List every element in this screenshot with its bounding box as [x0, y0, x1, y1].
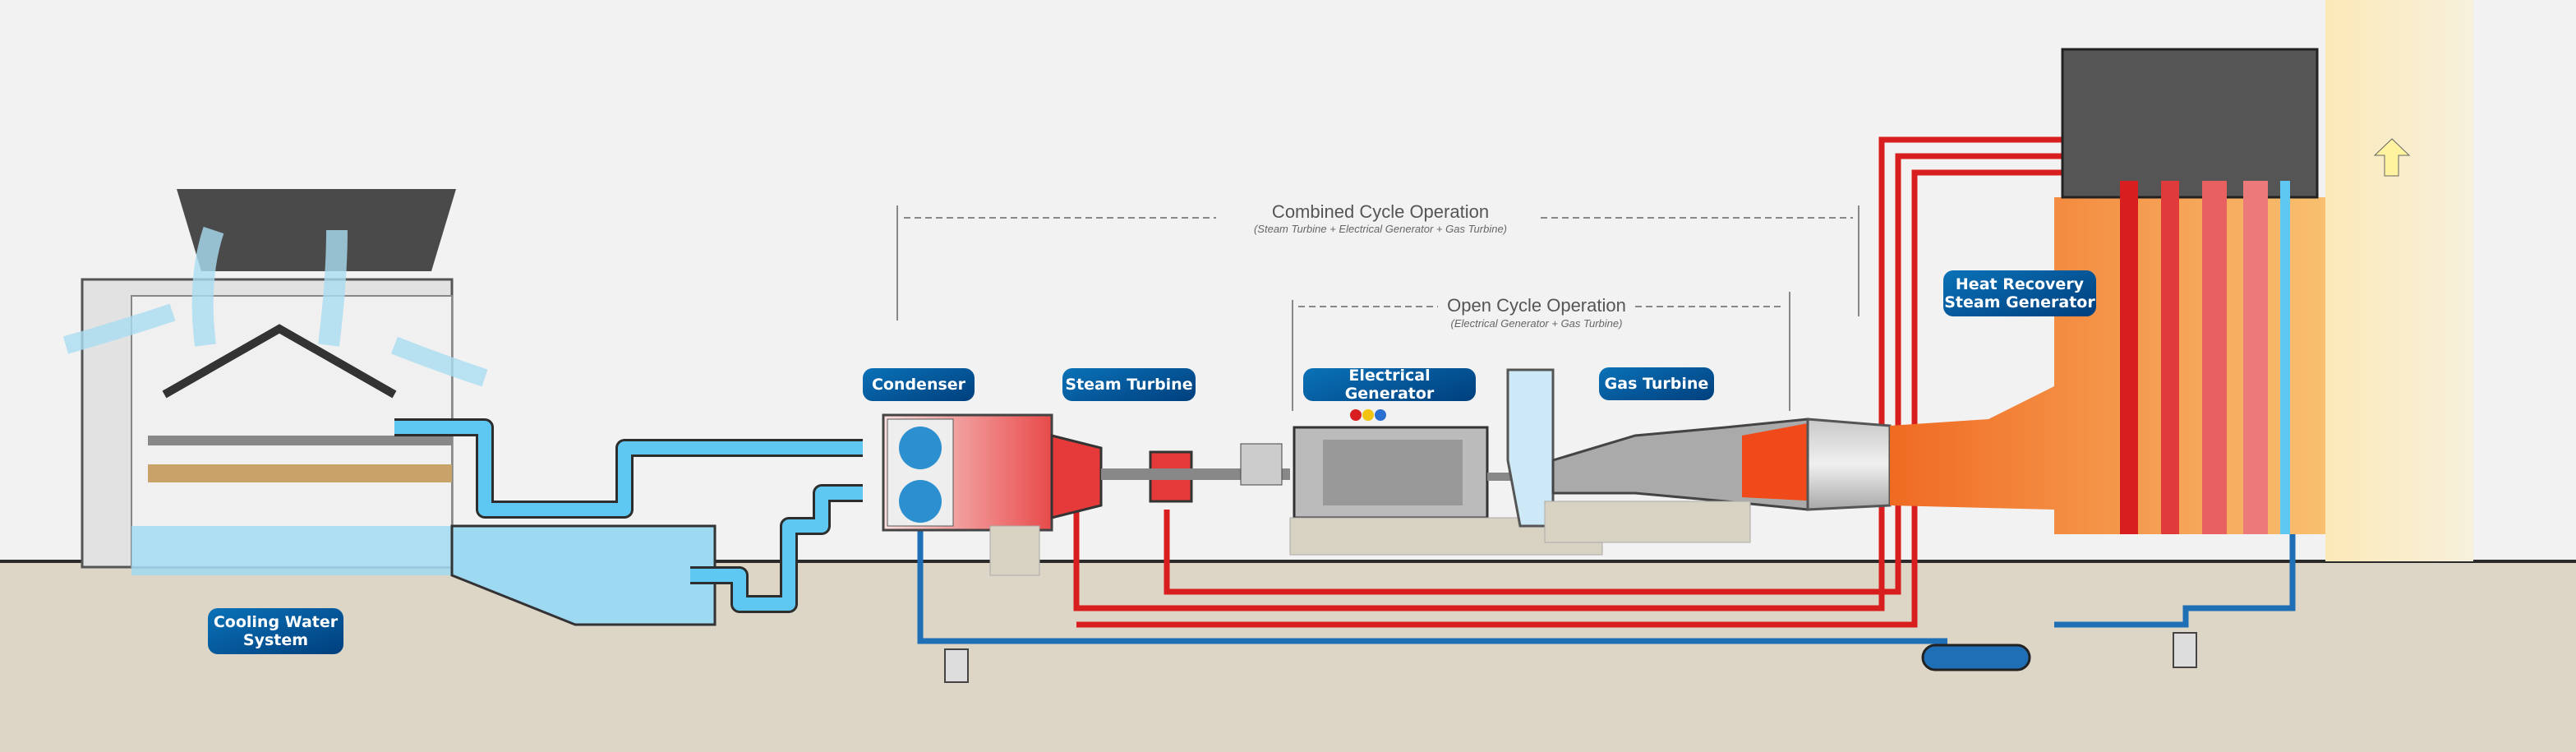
- stack: [2325, 0, 2473, 561]
- combined-cycle-title: Combined Cycle Operation: [1271, 201, 1490, 222]
- hrsg-structure: [2061, 48, 2319, 199]
- label-cooling-water-system: Cooling Water System: [208, 608, 343, 654]
- label-condenser: Condenser: [863, 368, 975, 401]
- exhaust-duct: [1806, 418, 1892, 511]
- condenser: [882, 413, 1053, 576]
- label-gas-turbine: Gas Turbine: [1599, 367, 1714, 400]
- condensate-pipe: [917, 526, 2296, 644]
- open-cycle-subtitle: (Electrical Generator + Gas Turbine): [1450, 317, 1623, 330]
- operation-brackets: [896, 205, 1859, 411]
- label-electrical-generator: Electrical Generator: [1303, 367, 1476, 403]
- label-steam-turbine: Steam Turbine: [1062, 368, 1196, 401]
- open-cycle-title: Open Cycle Operation: [1447, 295, 1626, 316]
- label-heat-recovery-steam-generator: Heat Recovery Steam Generator: [1943, 270, 2096, 316]
- steam-pipes: [1073, 136, 2062, 628]
- gas-turbine: [1506, 368, 1820, 543]
- steam-turbine: [1050, 434, 1290, 519]
- cooling-tower: [62, 189, 717, 626]
- hrsg-tubes: [2120, 181, 2290, 534]
- stack-arrow-icon: [2373, 138, 2411, 177]
- combined-cycle-subtitle: (Steam Turbine + Electrical Generator + …: [1253, 223, 1508, 235]
